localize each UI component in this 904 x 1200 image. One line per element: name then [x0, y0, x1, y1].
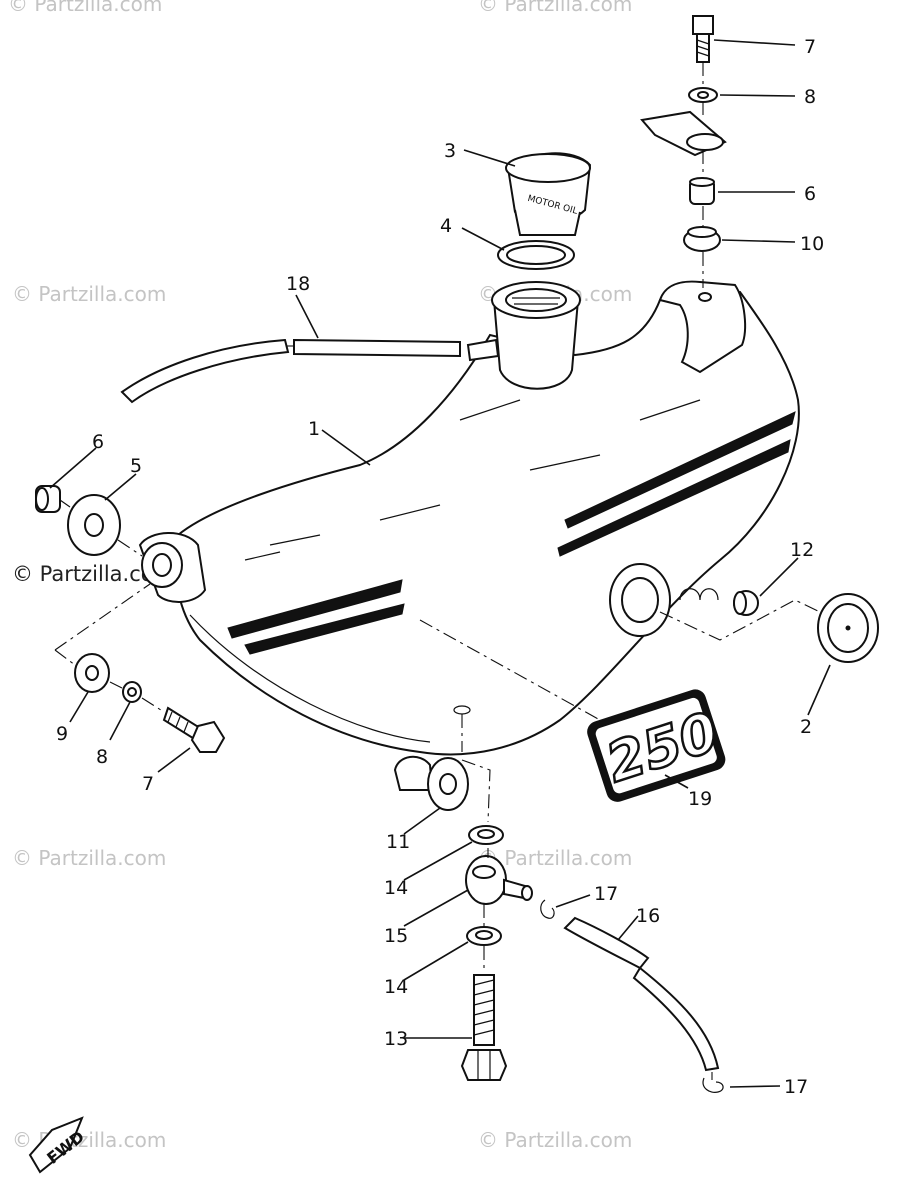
callout-label: 3	[444, 140, 456, 162]
callout-label: 7	[804, 36, 816, 58]
callout-label: 19	[688, 788, 712, 810]
side-bolt	[162, 706, 226, 753]
callout-label: 9	[56, 723, 68, 745]
banjo-bolt	[460, 974, 508, 1081]
callout-label: 16	[636, 905, 660, 927]
callout-label: 8	[96, 746, 108, 768]
fwd-arrow: FWD	[28, 1116, 88, 1174]
watermark: © Partzilla.com	[12, 282, 167, 306]
oil-cap: MOTOR OIL	[505, 152, 592, 236]
callout-label: 14	[384, 877, 408, 899]
callout-label: 5	[130, 455, 142, 477]
callout-label: 15	[384, 925, 408, 947]
callout-label: 1	[308, 418, 320, 440]
banjo-fitting	[465, 855, 533, 905]
callout-label: 4	[440, 215, 452, 237]
callout-label: 14	[384, 976, 408, 998]
clip	[679, 588, 719, 601]
watermark: © Partzilla.com	[478, 1128, 633, 1152]
top-bolt	[692, 15, 714, 63]
callout-label: 17	[784, 1076, 808, 1098]
watermark: © Partzilla.com	[478, 846, 633, 870]
emblem-250: 250	[587, 689, 727, 802]
callout-label: 8	[804, 86, 816, 108]
fuel-hose	[563, 916, 650, 970]
hose-clip	[702, 1077, 724, 1093]
callout-label: 13	[384, 1028, 408, 1050]
breather-hose	[120, 338, 290, 404]
callout-label: 6	[92, 431, 104, 453]
callout-label: 2	[800, 716, 812, 738]
callout-label: 12	[790, 539, 814, 561]
callout-labels: 7 8 3 6 4 10 18 1 6 5 12 2 9 8 7 19 11 1…	[56, 36, 824, 1098]
leader-lines	[49, 39, 831, 1088]
watermark: © Partzilla.com	[12, 846, 167, 870]
watermark: © Partzilla.com	[8, 0, 163, 16]
callout-label: 7	[142, 773, 154, 795]
watermark: © Partzilla.com	[478, 0, 633, 16]
callout-label: 17	[594, 883, 618, 905]
hose-clip	[540, 899, 555, 919]
callout-label: 11	[386, 831, 410, 853]
oil-tank	[138, 280, 800, 811]
callout-label: 6	[804, 183, 816, 205]
callout-label: 18	[286, 273, 310, 295]
callout-label: 10	[800, 233, 824, 255]
